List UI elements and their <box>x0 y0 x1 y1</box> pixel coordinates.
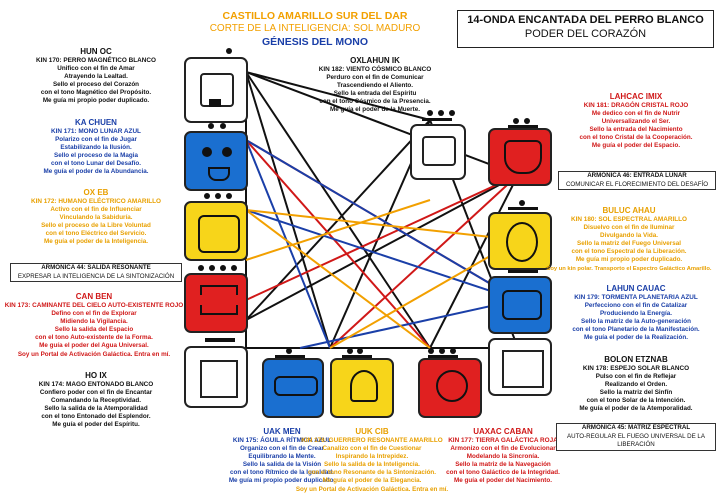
sun-glyph-icon <box>488 212 552 270</box>
wave-subtitle: PODER DEL CORAZÓN <box>524 28 647 40</box>
tone-spectral-icon <box>504 200 544 212</box>
harmonic-46-label: ARMÓNICA 46: ENTRADA LUNAR <box>587 172 687 179</box>
tone-rhythmic-icon <box>271 348 311 358</box>
kin-171-text: KA CHUEN KIN 171: MONO LUNAR AZUL Polari… <box>43 118 149 176</box>
harmonic-45-label: ARMÓNICA 45: MATRIZ ESPECTRAL <box>581 424 691 431</box>
tone-electric-icon <box>200 193 240 201</box>
kin-172-text: OX EB KIN 172: HUMANO ELÉCTRICO AMARILLO… <box>30 188 162 246</box>
harmonic-45-text: AUTO-REGULAR EL FUEGO UNIVERSAL DE LA LI… <box>567 432 705 449</box>
harmonic-44-text: EXPRESAR LA INTELIGENCIA DE LA SINTONIZA… <box>17 272 175 280</box>
kin-175-text: UAK MEN KIN 175: ÁGUILA RÍTMICA AZUL Org… <box>228 427 336 485</box>
wind-glyph-icon <box>410 124 466 180</box>
dragon-glyph-icon <box>488 128 552 186</box>
tone-overtone-icon <box>205 338 235 344</box>
mirror-glyph-icon <box>488 338 552 396</box>
harmonic-44-label: ARMÓNICA 44: SALIDA RESONANTE <box>41 264 151 271</box>
tone-self-existing-icon <box>196 265 244 273</box>
storm-glyph-icon <box>488 276 552 334</box>
kin-173-text: CAN BEN KIN 173: CAMINANTE DEL CIELO AUT… <box>4 292 184 358</box>
harmonic-46-text: COMUNICAR EL FLORECIMIENTO DEL DESAFÍO <box>565 180 709 188</box>
tone-magnetic-icon <box>214 48 244 58</box>
harmonic-44-box: ARMÓNICA 44: SALIDA RESONANTE EXPRESAR L… <box>10 263 182 282</box>
kin-179-text: LAHUN CAUAC KIN 179: TORMENTA PLANETARIA… <box>572 284 700 342</box>
kin-180-text: BULUC AHAU KIN 180: SOL ESPECTRAL AMARIL… <box>546 206 712 272</box>
tone-cosmic-icon <box>418 110 458 124</box>
kin-176-text: UUK CIB KIN 176: GUERRERO RESONANTE AMAR… <box>295 427 449 493</box>
earth-glyph-icon <box>418 358 482 418</box>
wizard-glyph-icon <box>184 346 248 408</box>
tone-lunar-icon <box>200 123 240 131</box>
kin-177-text: UAXAC CABAN KIN 177: TIERRA GALÁCTICA RO… <box>446 427 560 485</box>
wave-title-box: 14-ONDA ENCANTADA DEL PERRO BLANCO PODER… <box>457 10 714 48</box>
court-title: CORTE DE LA INTELIGENCIA: SOL MADURO <box>209 23 421 34</box>
eagle-glyph-icon <box>262 358 324 418</box>
harmonic-46-box: ARMÓNICA 46: ENTRADA LUNAR COMUNICAR EL … <box>558 171 716 190</box>
kin-181-text: LAHCAC IMIX KIN 181: DRAGÓN CRISTAL ROJO… <box>579 92 693 150</box>
harmonic-45-box: ARMÓNICA 45: MATRIZ ESPECTRAL AUTO-REGUL… <box>556 423 716 451</box>
warrior-glyph-icon <box>330 358 394 418</box>
kin-182-text: OXLAHUN IK KIN 182: VIENTO CÓSMICO BLANC… <box>318 56 432 114</box>
wave-title: 14-ONDA ENCANTADA DEL PERRO BLANCO <box>467 14 704 26</box>
kin-174-text: HO IX KIN 174: MAGO ENTONADO BLANCO Conf… <box>38 371 154 429</box>
castle-title: CASTILLO AMARILLO SUR DEL DAR <box>222 10 408 22</box>
tone-resonant-icon <box>338 348 378 358</box>
tone-crystal-icon <box>504 118 544 130</box>
human-glyph-icon <box>184 201 248 261</box>
dog-glyph-icon <box>184 57 248 123</box>
monkey-glyph-icon <box>184 131 248 191</box>
skywalker-glyph-icon <box>184 273 248 333</box>
kin-178-text: BOLON ETZNAB KIN 178: ESPEJO SOLAR BLANC… <box>579 355 693 413</box>
genesis-title: GÉNESIS DEL MONO <box>262 36 368 48</box>
tone-galactic-icon <box>424 348 464 358</box>
kin-170-text: HUN OC KIN 170: PERRO MAGNÉTICO BLANCO U… <box>35 47 156 105</box>
